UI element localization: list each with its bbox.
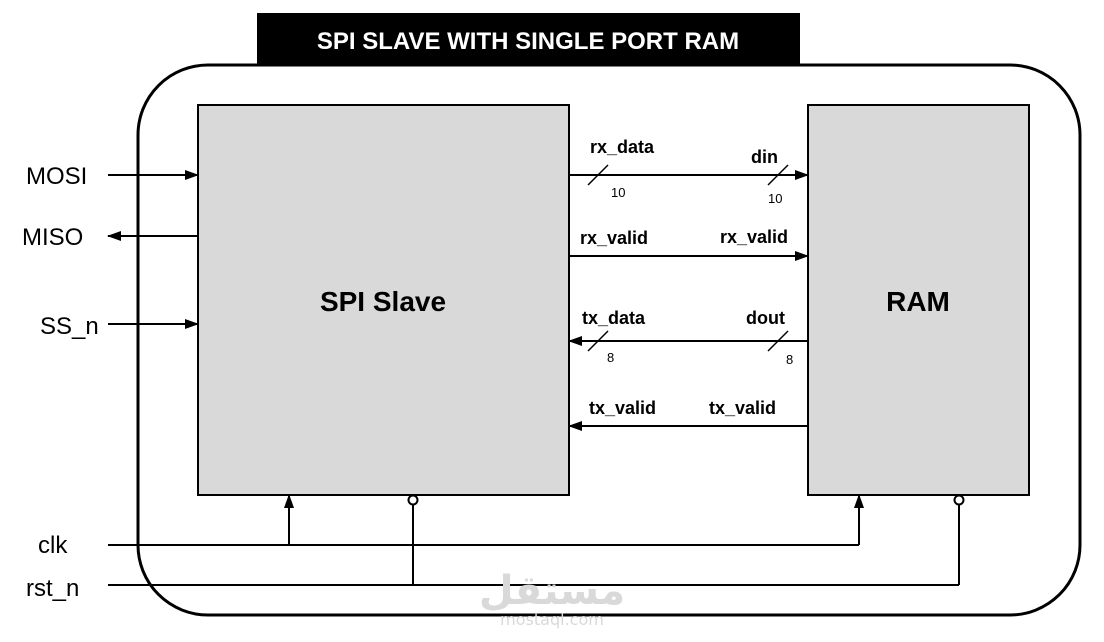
rx-data-ram-width: 10 xyxy=(768,191,782,206)
rx-data-spi-label: rx_data xyxy=(590,137,655,157)
ss-n-port-label: SS_n xyxy=(40,313,99,340)
miso-port-label: MISO xyxy=(22,224,83,251)
diagram-title: SPI SLAVE WITH SINGLE PORT RAM xyxy=(317,28,739,55)
ram-label: RAM xyxy=(886,286,950,317)
ram-block xyxy=(807,104,1030,496)
rx-valid-spi-label: rx_valid xyxy=(580,228,648,248)
rx-data-ram-bus-slash xyxy=(767,164,789,186)
mosi-port-label: MOSI xyxy=(26,163,87,190)
rst-n-port-label: rst_n xyxy=(26,575,79,602)
tx-data-spi-label: tx_data xyxy=(582,308,646,328)
tx-data-ram-bus-slash xyxy=(767,330,789,352)
tx-valid-ram-label: tx_valid xyxy=(709,398,776,418)
rx-data-ram-label: din xyxy=(751,147,778,167)
spi-slave-block xyxy=(197,104,570,496)
spi-slave-label: SPI Slave xyxy=(320,286,446,317)
rx-data-spi-width: 10 xyxy=(611,185,625,200)
rst-n-ram-bubble xyxy=(953,494,965,506)
rx-valid-ram-label: rx_valid xyxy=(720,227,788,247)
watermark-arabic: مستقل xyxy=(479,568,625,614)
tx-data-spi-width: 8 xyxy=(607,350,614,365)
watermark-latin: mostaql.com xyxy=(500,610,604,629)
tx-data-ram-width: 8 xyxy=(786,352,793,367)
tx-data-ram-label: dout xyxy=(746,308,785,328)
rx-data-spi-bus-slash xyxy=(587,164,609,186)
rst-n-spi-bubble xyxy=(407,494,419,506)
tx-valid-spi-label: tx_valid xyxy=(589,398,656,418)
title-bar xyxy=(257,13,800,66)
tx-data-spi-bus-slash xyxy=(587,330,609,352)
clk-port-label: clk xyxy=(38,532,68,559)
